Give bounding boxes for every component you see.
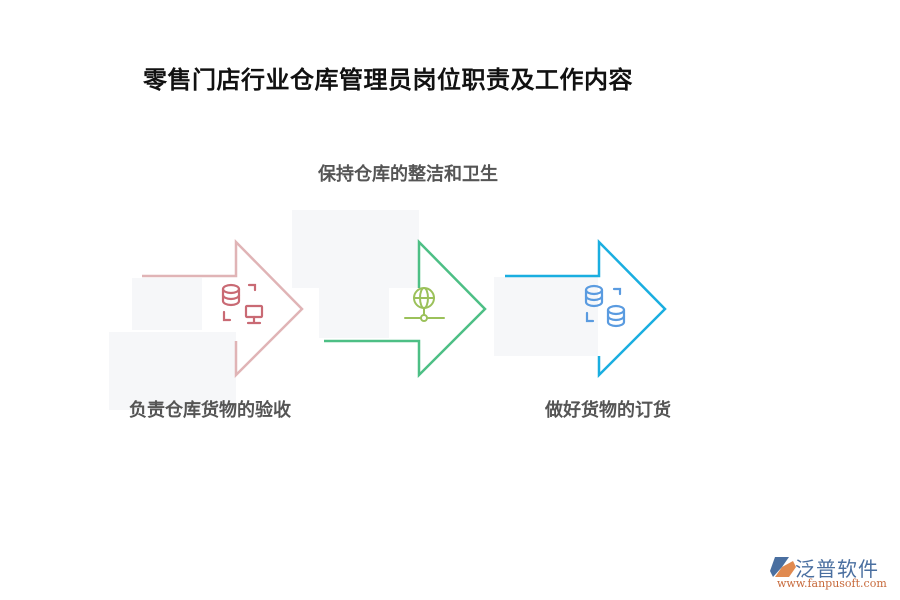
arrow-step-3: [505, 238, 667, 379]
step-label-2: 保持仓库的整洁和卫生: [318, 164, 498, 185]
page-title: 零售门店行业仓库管理员岗位职责及工作内容: [143, 66, 633, 94]
arrow-step-1: [142, 238, 304, 379]
placeholder-box: [132, 278, 202, 330]
placeholder-box: [319, 288, 389, 338]
database-computer-transfer-icon: [221, 283, 264, 325]
step-label-1: 负责仓库货物的验收: [129, 400, 291, 421]
placeholder-box: [292, 210, 419, 288]
arrow-step-2: [324, 238, 487, 379]
logo-mark-icon: [770, 557, 796, 577]
placeholder-box: [494, 277, 598, 356]
database-sync-icon: [584, 284, 626, 328]
logo-url: www.fanpusoft.com: [777, 577, 887, 590]
brand-logo: 泛普软件 www.fanpusoft.com: [765, 553, 895, 593]
step-label-3: 做好货物的订货: [545, 400, 671, 421]
logo-name: 泛普软件: [795, 557, 879, 581]
globe-network-icon: [404, 287, 445, 322]
placeholder-box: [109, 332, 236, 410]
